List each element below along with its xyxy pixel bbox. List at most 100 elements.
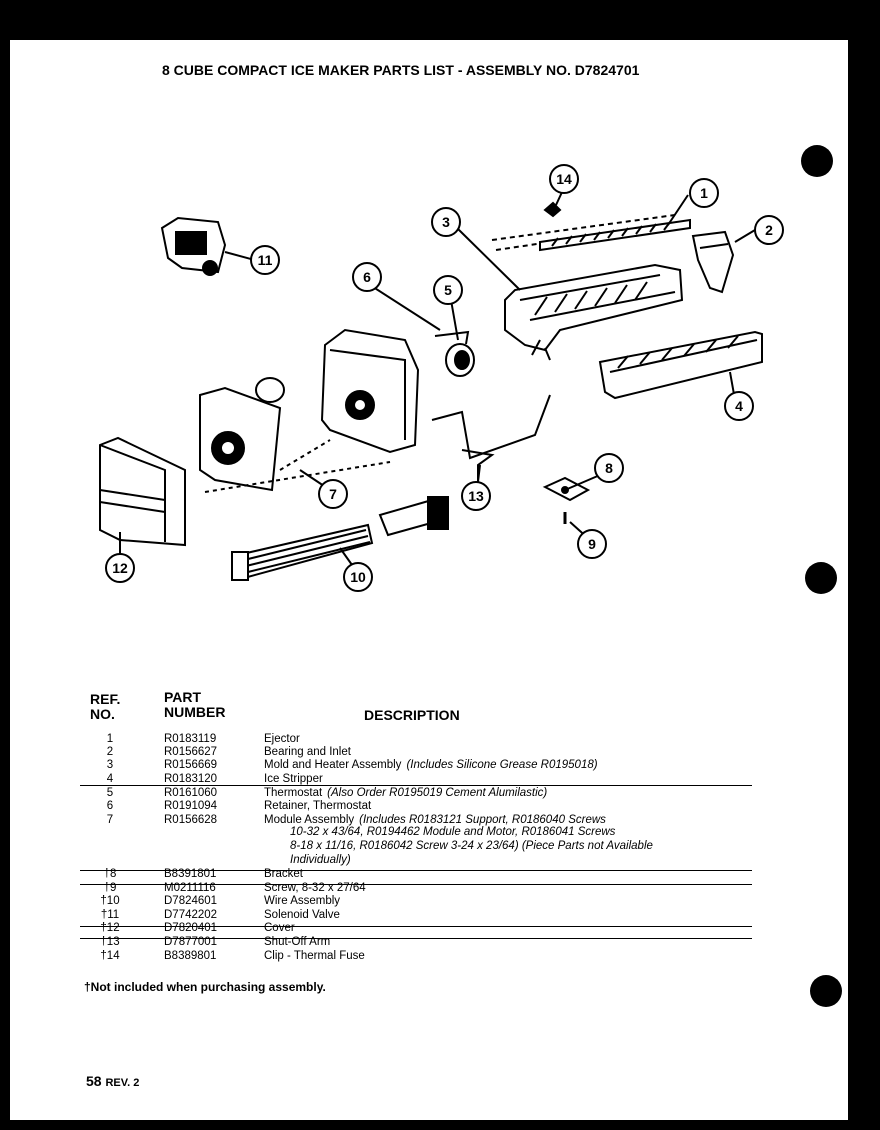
callout-label: 13 <box>468 488 484 504</box>
description-text: Screw, 8-32 x 27/64 <box>264 882 366 894</box>
binder-hole <box>810 975 842 1007</box>
callout-circle-6 <box>352 262 382 292</box>
page-number: 58 REV. 2 <box>86 1073 140 1089</box>
callout-circle-11 <box>250 245 280 275</box>
callout-circle-10 <box>343 562 373 592</box>
callout-circle-3 <box>431 207 461 237</box>
callout-circle-7 <box>318 479 348 509</box>
ref-no-cell: †11 <box>100 909 120 921</box>
footnote: †Not included when purchasing assembly. <box>84 980 326 994</box>
callout-label: 5 <box>444 282 452 298</box>
table-rule <box>80 785 752 786</box>
document-page <box>10 40 848 1120</box>
description-text: Thermostat <box>264 787 323 799</box>
description-cell: Wire Assembly <box>264 895 340 908</box>
row-7-continuation: 10-32 x 43/64, R0194462 Module and Motor… <box>290 826 616 838</box>
ref-no-cell: †10 <box>100 895 120 907</box>
table-row: †12 D7820401 Cover <box>80 922 760 935</box>
part-number-cell: R0156628 <box>164 814 218 826</box>
callout-circle-4 <box>724 391 754 421</box>
ref-no-header: REF. NO. <box>90 691 121 722</box>
callout-label: 10 <box>350 569 366 585</box>
row-7-continuation: Individually) <box>290 854 351 866</box>
callout-circle-8 <box>594 453 624 483</box>
description-cell: Ice Stripper <box>264 773 323 786</box>
part-number-cell: M0211116 <box>164 882 216 894</box>
description-text: Clip - Thermal Fuse <box>264 950 365 962</box>
description-text: Solenoid Valve <box>264 909 340 921</box>
table-row: †10 D7824601 Wire Assembly <box>80 895 760 908</box>
part-number-cell: B8389801 <box>164 950 217 962</box>
callout-label: 2 <box>765 222 773 238</box>
description-cell: Ejector <box>264 733 300 746</box>
callout-label: 9 <box>588 536 596 552</box>
description-cell: Solenoid Valve <box>264 909 340 922</box>
description-text: Bearing and Inlet <box>264 746 351 758</box>
table-row: 3 R0156669 Mold and Heater Assembly (Includ… <box>80 759 760 772</box>
table-row: †8 B8391801 Bracket <box>80 868 760 881</box>
ref-no-cell: †12 <box>100 922 120 934</box>
description-cell: Mold and Heater Assembly (Includes Silico… <box>264 759 598 772</box>
ref-no-cell: †13 <box>100 936 120 948</box>
callout-label: 14 <box>556 171 572 187</box>
table-row: 4 R0183120 Ice Stripper <box>80 773 760 786</box>
description-note: (Also Order R0195019 Cement Alumilastic) <box>327 787 548 799</box>
table-row: †9 M0211116 Screw, 8-32 x 27/64 <box>80 882 760 895</box>
ref-no-cell: 5 <box>106 787 114 799</box>
table-rule <box>80 884 752 885</box>
table-rule <box>80 870 752 871</box>
description-text: Module Assembly <box>264 814 355 826</box>
description-text: Ice Stripper <box>264 773 323 785</box>
description-cell: Thermostat (Also Order R0195019 Cement Al… <box>264 787 547 800</box>
ref-no-cell: 1 <box>106 733 114 745</box>
part-number-cell: R0183119 <box>164 733 217 745</box>
table-row: 6 R0191094 Retainer, Thermostat <box>80 800 760 813</box>
table-rule <box>80 938 752 939</box>
callout-circle-14 <box>549 164 579 194</box>
table-row: 1 R0183119 Ejector <box>80 733 760 746</box>
table-row: †14 B8389801 Clip - Thermal Fuse <box>80 950 760 963</box>
ref-no-cell: 3 <box>106 759 114 771</box>
part-number-cell: R0191094 <box>164 800 218 812</box>
callout-circle-12 <box>105 553 135 583</box>
description-text: Retainer, Thermostat <box>264 800 372 812</box>
part-number-cell: D7824601 <box>164 895 218 907</box>
description-text: Shut-Off Arm <box>264 936 331 948</box>
ref-no-cell: †9 <box>103 882 117 894</box>
description-cell: Bracket <box>264 868 303 881</box>
callout-circle-13 <box>461 481 491 511</box>
ref-no-cell: †8 <box>103 868 117 880</box>
description-note: (Includes Silicone Grease R0195018) <box>406 759 598 771</box>
part-number-cell: R0183120 <box>164 773 218 785</box>
ref-no-cell: 6 <box>106 800 114 812</box>
description-text: Wire Assembly <box>264 895 341 907</box>
ref-no-cell: 2 <box>106 746 114 758</box>
callout-label: 7 <box>329 486 337 502</box>
ref-no-cell: †14 <box>100 950 120 962</box>
revision-label: REV. 2 <box>105 1077 140 1089</box>
part-number-cell: D7820401 <box>164 922 218 934</box>
description-text: Ejector <box>264 733 300 745</box>
callout-label: 12 <box>112 560 128 576</box>
part-number-cell: B8391801 <box>164 868 217 880</box>
ref-no-cell: 4 <box>106 773 114 785</box>
part-number-cell: R0156669 <box>164 759 218 771</box>
description-cell: Clip - Thermal Fuse <box>264 950 365 963</box>
page-title: 8 CUBE COMPACT ICE MAKER PARTS LIST - AS… <box>162 62 640 78</box>
callout-circle-2 <box>754 215 784 245</box>
part-number-cell: R0161060 <box>164 787 218 799</box>
table-row: †11 D7742202 Solenoid Valve <box>80 909 760 922</box>
part-number-cell: D7742202 <box>164 909 218 921</box>
description-cell: Cover <box>264 922 295 935</box>
description-text: Mold and Heater Assembly <box>264 759 402 771</box>
ref-no-cell: 7 <box>106 814 114 826</box>
description-cell: Shut-Off Arm <box>264 936 330 949</box>
callout-label: 3 <box>442 214 450 230</box>
binder-hole <box>801 145 833 177</box>
description-cell: Retainer, Thermostat <box>264 800 371 813</box>
description-cell: Bearing and Inlet <box>264 746 351 759</box>
callout-circle-9 <box>577 529 607 559</box>
